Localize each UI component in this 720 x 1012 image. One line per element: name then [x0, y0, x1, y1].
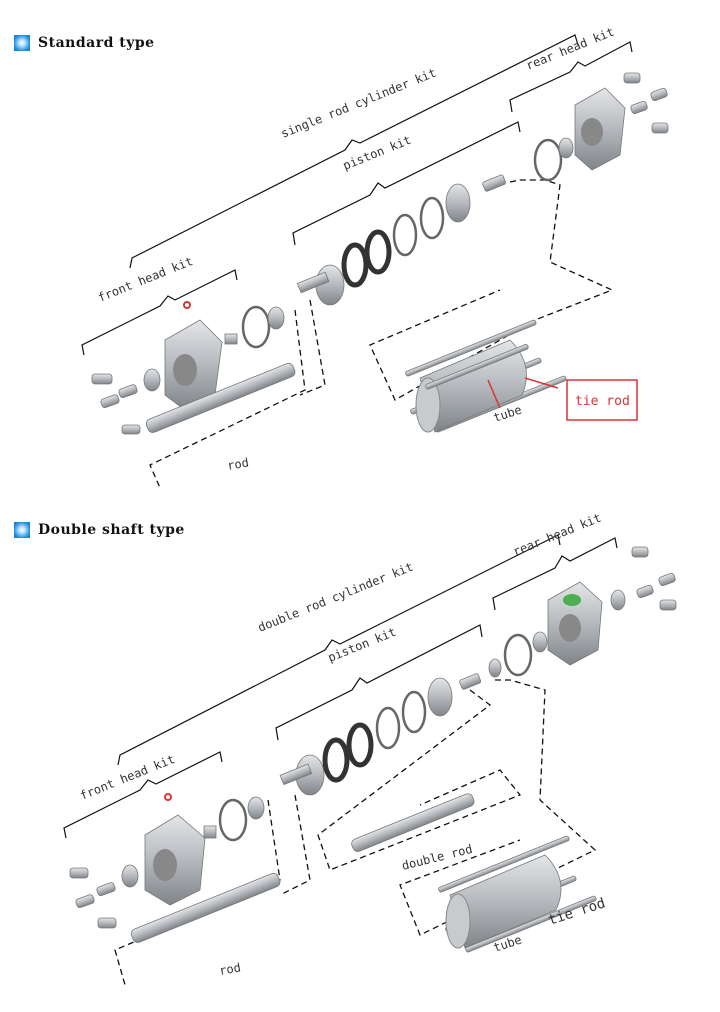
seal-part	[346, 722, 374, 768]
bushing-part	[610, 589, 626, 611]
tube-part	[449, 854, 562, 949]
label-cylinder-kit: double rod cylinder kit	[256, 560, 415, 635]
oring-part	[164, 793, 172, 801]
tube-end	[445, 893, 471, 949]
guide-line	[399, 679, 597, 936]
seal-part	[364, 229, 392, 275]
nut-part	[459, 673, 482, 690]
bolt-part	[121, 424, 141, 435]
label-rear-head-kit: rear head kit	[524, 25, 616, 73]
bracket-cylinder-kit	[129, 34, 579, 269]
tie-rod-part	[405, 319, 537, 377]
section-header-double: Double shaft type	[14, 522, 185, 538]
rod-part	[145, 362, 296, 433]
seal-part	[558, 137, 574, 159]
bolt-part	[75, 894, 95, 909]
piston-shaft	[279, 763, 313, 786]
wear-ring-part	[401, 690, 427, 734]
bolt-part	[69, 867, 89, 879]
tie-rod-part	[425, 343, 529, 390]
seal-part	[488, 658, 502, 678]
bracket-rear-head-kit	[492, 537, 618, 611]
bolt-part	[630, 100, 648, 115]
bolt-part	[96, 882, 116, 897]
front-head-bore	[173, 354, 197, 386]
guide-line	[317, 689, 522, 871]
green-seal-part	[563, 594, 581, 606]
guide-line	[299, 299, 326, 396]
bolt-part	[658, 572, 676, 587]
bracket-piston-kit	[275, 624, 483, 741]
label-double-rod: double rod	[400, 842, 473, 873]
piston-part	[427, 677, 453, 717]
nut-part	[482, 174, 506, 192]
callout-line	[524, 377, 559, 389]
bullet-icon	[14, 35, 30, 51]
bracket-rear-head-kit	[509, 41, 633, 113]
rod-part	[130, 872, 281, 943]
bolt-part	[97, 917, 117, 929]
tube-part	[419, 339, 527, 433]
guide-line	[369, 179, 614, 401]
oring-part	[241, 305, 271, 349]
oring-part	[218, 798, 248, 842]
seal-part	[267, 306, 285, 330]
bracket-cylinder-kit	[117, 534, 561, 766]
wear-ring-part	[375, 706, 401, 750]
bushing-part	[143, 368, 161, 392]
section-title: Standard type	[38, 35, 155, 51]
label-tie-rod: tie rod	[575, 394, 630, 409]
bushing-part	[203, 825, 217, 839]
wear-ring-part	[392, 213, 418, 257]
bracket-piston-kit	[292, 121, 521, 246]
bushing-part	[121, 864, 139, 888]
label-rod: rod	[226, 455, 250, 473]
wear-ring-part	[419, 196, 445, 240]
bolt-part	[636, 584, 654, 599]
tie-rod-callout-box	[566, 379, 638, 421]
bolt-part	[118, 384, 138, 399]
section-header-standard: Standard type	[14, 35, 155, 51]
bracket-front-head-kit	[81, 269, 238, 356]
bolt-part	[631, 546, 649, 558]
seal-part	[247, 796, 265, 820]
double-rod-part	[351, 793, 475, 852]
rear-head-bore	[559, 614, 581, 642]
seal-part	[532, 631, 548, 653]
label-front-head-kit: front head kit	[78, 752, 177, 803]
label-rod: rod	[218, 960, 242, 978]
bolt-part	[100, 394, 120, 409]
tie-rod-part	[465, 895, 597, 953]
label-cylinder-kit: single rod cylinder kit	[279, 66, 438, 141]
guide-line	[279, 794, 311, 896]
tie-rod-part	[438, 835, 570, 893]
tube-end	[415, 377, 441, 433]
bolt-part	[659, 599, 677, 611]
label-piston-kit: piston kit	[341, 133, 413, 173]
guide-line	[149, 309, 306, 489]
bolt-part	[651, 122, 669, 134]
double-diagram: double rod cylinder kit piston kit rear …	[63, 511, 677, 986]
section-title: Double shaft type	[38, 522, 185, 538]
bolt-part	[623, 72, 641, 84]
bushing-part	[224, 333, 238, 345]
oring-part	[183, 301, 191, 309]
callout-line	[487, 379, 501, 409]
bolt-part	[650, 87, 668, 102]
standard-diagram: single rod cylinder kit piston kit rear …	[81, 25, 669, 489]
oring-part	[503, 633, 533, 677]
piston-shaft	[296, 271, 330, 294]
oring-part	[533, 138, 563, 182]
bullet-icon	[14, 522, 30, 538]
bolt-part	[91, 373, 113, 385]
seal-part	[322, 737, 350, 783]
rear-head-bore	[581, 118, 603, 146]
label-piston-kit: piston kit	[326, 625, 398, 665]
bracket-front-head-kit	[63, 751, 223, 839]
front-head-bore	[153, 849, 177, 881]
piston-part	[445, 183, 471, 223]
seal-part	[341, 242, 369, 288]
